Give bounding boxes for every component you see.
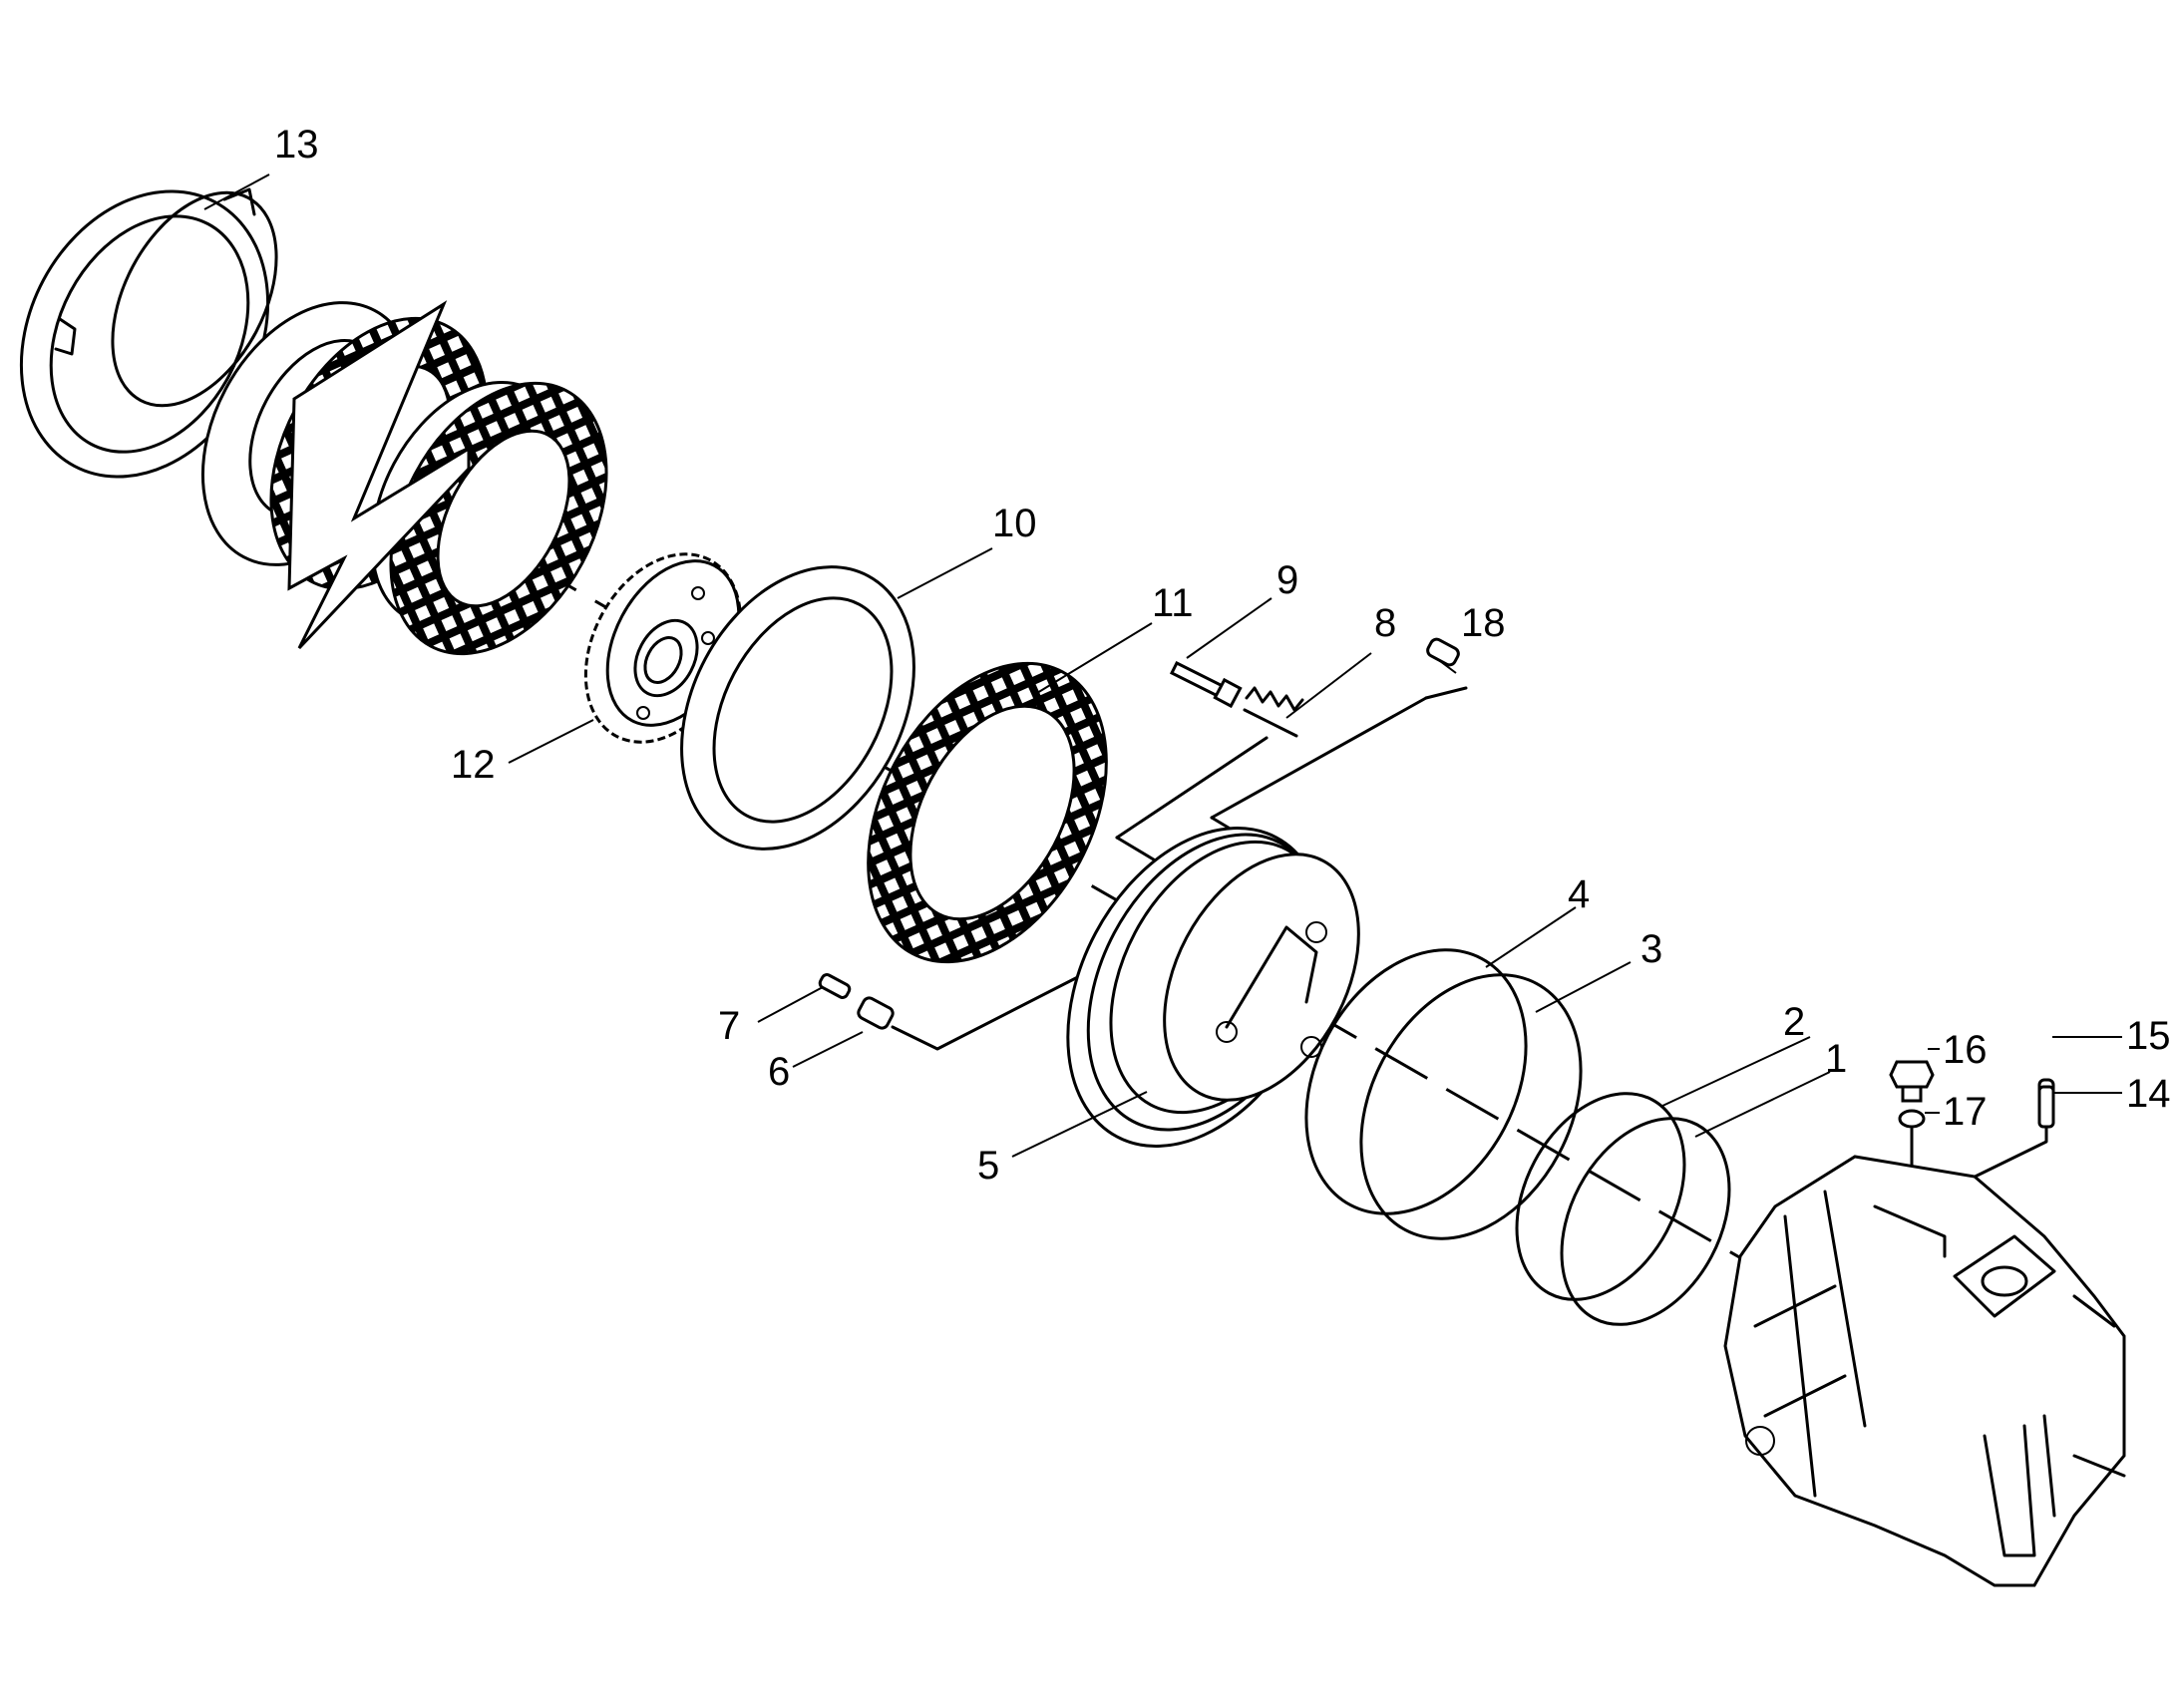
axle-housing: [1723, 1155, 2126, 1587]
callout-5: 5: [977, 1144, 999, 1188]
leader-lines: [203, 173, 2122, 1158]
callout-2: 2: [1783, 1000, 1805, 1044]
callout-11: 11: [1152, 581, 1194, 625]
callout-15: 15: [2126, 1014, 2171, 1058]
part-6-sleeve: [857, 960, 1109, 1051]
part-9-bolt: [1169, 660, 1243, 709]
part-10-separator-plate: [680, 565, 915, 851]
part-5-piston-housing: [1066, 826, 1360, 1149]
callout-17: 17: [1943, 1090, 1988, 1134]
callout-10: 10: [992, 502, 1037, 545]
part-13-ring-housing: [19, 187, 278, 479]
callout-6: 6: [768, 1050, 790, 1094]
assembly-leaders: [1115, 686, 1468, 869]
part-8-spring: [1243, 686, 1304, 738]
part-1-seal-ring: [1560, 1117, 1731, 1326]
part-14-fitting: [1953, 1085, 2055, 1189]
callout-13: 13: [274, 123, 319, 167]
part-11-friction-disc: [867, 661, 1108, 964]
callout-9: 9: [1276, 558, 1298, 602]
callout-7: 7: [718, 1004, 740, 1048]
callout-16: 16: [1943, 1028, 1988, 1072]
callout-1: 1: [1825, 1037, 1847, 1081]
part-7-screw: [818, 973, 852, 999]
callout-3: 3: [1640, 927, 1662, 971]
callout-14: 14: [2126, 1072, 2171, 1116]
callout-8: 8: [1374, 601, 1396, 645]
callout-18: 18: [1461, 601, 1506, 645]
part-2-seal-ring: [1515, 1092, 1686, 1301]
callout-4: 4: [1568, 872, 1590, 916]
callout-12: 12: [451, 743, 496, 787]
part-3-seal-ring: [1359, 973, 1583, 1240]
callout-labels: 13 10 11 9 8 18 12 7 6 5 4 3 2 1 16 17 1…: [274, 123, 2171, 1188]
part-4-seal-ring: [1304, 948, 1528, 1215]
part-16-plug: [1889, 1060, 1935, 1103]
clutch-disc-stack: [200, 300, 608, 656]
